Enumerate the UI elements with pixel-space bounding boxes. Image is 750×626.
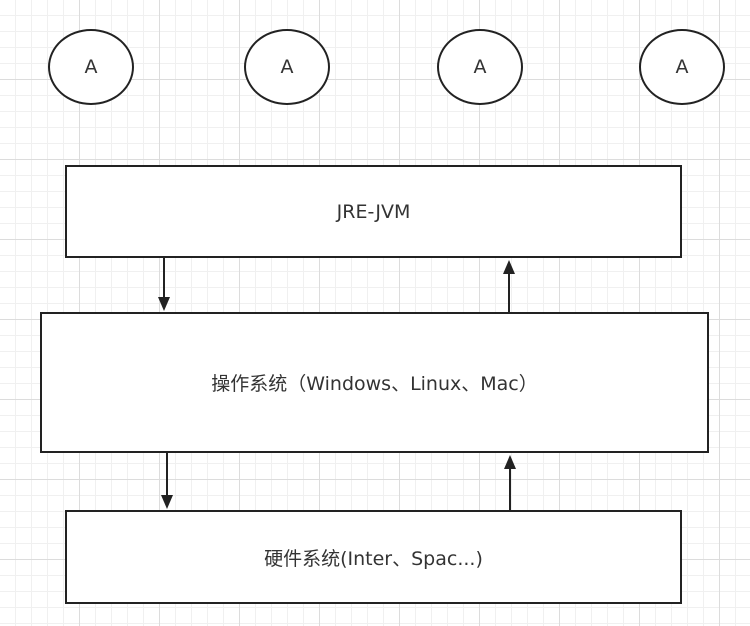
operating-system-box: 操作系统（Windows、Linux、Mac） (40, 312, 709, 453)
jre-jvm-label: JRE-JVM (336, 200, 411, 223)
hardware-system-label: 硬件系统(Inter、Spac...) (264, 547, 483, 570)
circle-label: A (280, 56, 294, 78)
app-node-circle-4: A (639, 29, 725, 105)
jre-jvm-box: JRE-JVM (65, 165, 682, 258)
arrow-os-to-hardware-head (161, 495, 173, 509)
app-node-circle-1: A (48, 29, 134, 105)
arrow-os-to-jre-head (503, 260, 515, 274)
circle-label: A (675, 56, 689, 78)
app-node-circle-3: A (437, 29, 523, 105)
app-node-circle-2: A (244, 29, 330, 105)
arrow-jre-to-os-head (158, 297, 170, 311)
circle-label: A (473, 56, 487, 78)
hardware-system-box: 硬件系统(Inter、Spac...) (65, 510, 682, 604)
circle-label: A (84, 56, 98, 78)
operating-system-label: 操作系统（Windows、Linux、Mac） (211, 373, 538, 395)
arrow-hardware-to-os-head (504, 455, 516, 469)
